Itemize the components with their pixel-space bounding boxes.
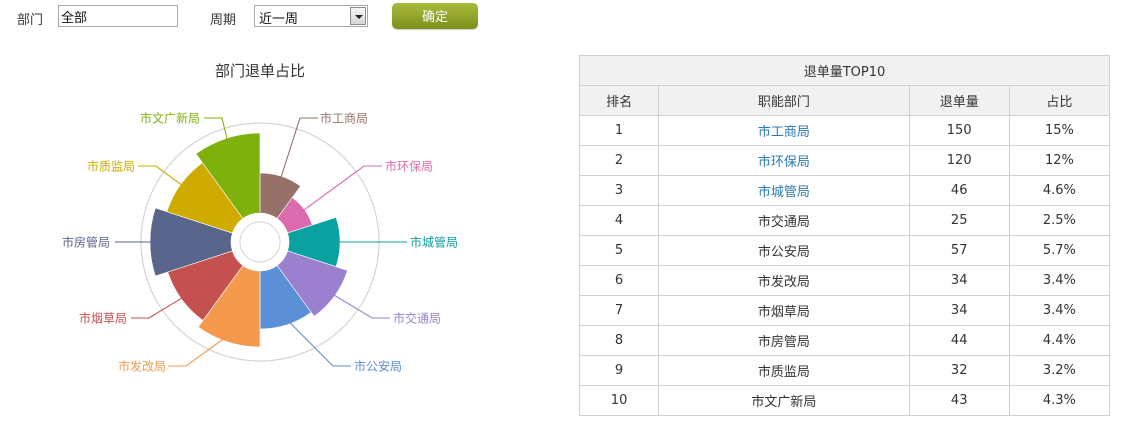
label-leader-line xyxy=(138,165,188,190)
col-header-pct: 占比 xyxy=(1008,85,1111,116)
rank-cell: 6 xyxy=(578,265,660,296)
dept-link[interactable]: 市环保局 xyxy=(658,145,910,176)
sector-label: 市工商局 xyxy=(320,111,368,126)
sector-label: 市文广新局 xyxy=(140,111,200,126)
label-leader-line xyxy=(204,117,230,147)
count-cell: 25 xyxy=(908,205,1010,236)
sector-label: 市发改局 xyxy=(118,359,166,374)
rank-cell: 1 xyxy=(578,115,660,146)
count-cell: 44 xyxy=(908,325,1010,356)
period-select-value: 近一周 xyxy=(259,12,299,27)
dept-cell: 市发改局 xyxy=(658,265,910,296)
period-select[interactable]: 近一周 xyxy=(254,5,368,27)
dept-label: 部门 xyxy=(17,13,44,28)
pct-cell: 15% xyxy=(1008,115,1111,146)
dept-input[interactable] xyxy=(58,5,178,27)
sector-label: 市质监局 xyxy=(87,159,135,174)
count-cell: 150 xyxy=(908,115,1010,146)
count-cell: 32 xyxy=(908,355,1010,386)
dept-cell: 市文广新局 xyxy=(658,385,910,416)
pct-cell: 4.6% xyxy=(1008,175,1111,206)
rank-cell: 4 xyxy=(578,205,660,236)
dept-link[interactable]: 市工商局 xyxy=(658,115,910,146)
label-leader-line xyxy=(278,117,318,185)
chart-title: 部门退单占比 xyxy=(214,62,305,80)
sector-label: 市城管局 xyxy=(410,235,458,250)
dept-cell: 市质监局 xyxy=(658,355,910,386)
rank-cell: 8 xyxy=(578,325,660,356)
sector-label: 市交通局 xyxy=(393,311,441,326)
pct-cell: 4.3% xyxy=(1008,385,1111,416)
dept-link[interactable]: 市城管局 xyxy=(658,175,910,206)
inner-guide-circle xyxy=(239,221,281,263)
pct-cell: 2.5% xyxy=(1008,205,1111,236)
rank-cell: 9 xyxy=(578,355,660,386)
rank-cell: 10 xyxy=(578,385,660,416)
pct-cell: 3.4% xyxy=(1008,265,1111,296)
dept-cell: 市交通局 xyxy=(658,205,910,236)
dept-cell: 市公安局 xyxy=(658,235,910,266)
pct-cell: 5.7% xyxy=(1008,235,1111,266)
col-header-count: 退单量 xyxy=(908,85,1010,116)
label-leader-line xyxy=(168,333,231,367)
pct-cell: 4.4% xyxy=(1008,325,1111,356)
confirm-button[interactable]: 确定 xyxy=(392,3,478,29)
chevron-down-icon[interactable] xyxy=(350,7,366,25)
sector-label: 市公安局 xyxy=(354,359,402,374)
count-cell: 57 xyxy=(908,235,1010,266)
pct-cell: 3.4% xyxy=(1008,295,1111,326)
pct-cell: 3.2% xyxy=(1008,355,1111,386)
table-caption: 退单量TOP10 xyxy=(579,55,1110,86)
label-leader-line xyxy=(297,165,382,215)
rank-cell: 2 xyxy=(578,145,660,176)
rank-cell: 5 xyxy=(578,235,660,266)
rank-cell: 7 xyxy=(578,295,660,326)
count-cell: 34 xyxy=(908,295,1010,326)
dept-cell: 市烟草局 xyxy=(658,295,910,326)
filter-toolbar: 部门 周期 近一周 确定 xyxy=(0,0,1127,34)
count-cell: 34 xyxy=(908,265,1010,296)
sector-label: 市烟草局 xyxy=(79,311,127,326)
sector-label: 市环保局 xyxy=(385,159,433,174)
rank-cell: 3 xyxy=(578,175,660,206)
dept-cell: 市房管局 xyxy=(658,325,910,356)
col-header-rank: 排名 xyxy=(578,85,660,116)
period-label: 周期 xyxy=(210,13,237,28)
count-cell: 46 xyxy=(908,175,1010,206)
sector-label: 市房管局 xyxy=(62,235,110,250)
pct-cell: 12% xyxy=(1008,145,1111,176)
label-leader-line xyxy=(327,290,390,319)
label-leader-line xyxy=(284,316,351,367)
count-cell: 120 xyxy=(908,145,1010,176)
col-header-dept: 职能部门 xyxy=(658,85,910,116)
center-hole xyxy=(231,213,289,271)
label-leader-line xyxy=(131,293,189,319)
count-cell: 43 xyxy=(908,385,1010,416)
